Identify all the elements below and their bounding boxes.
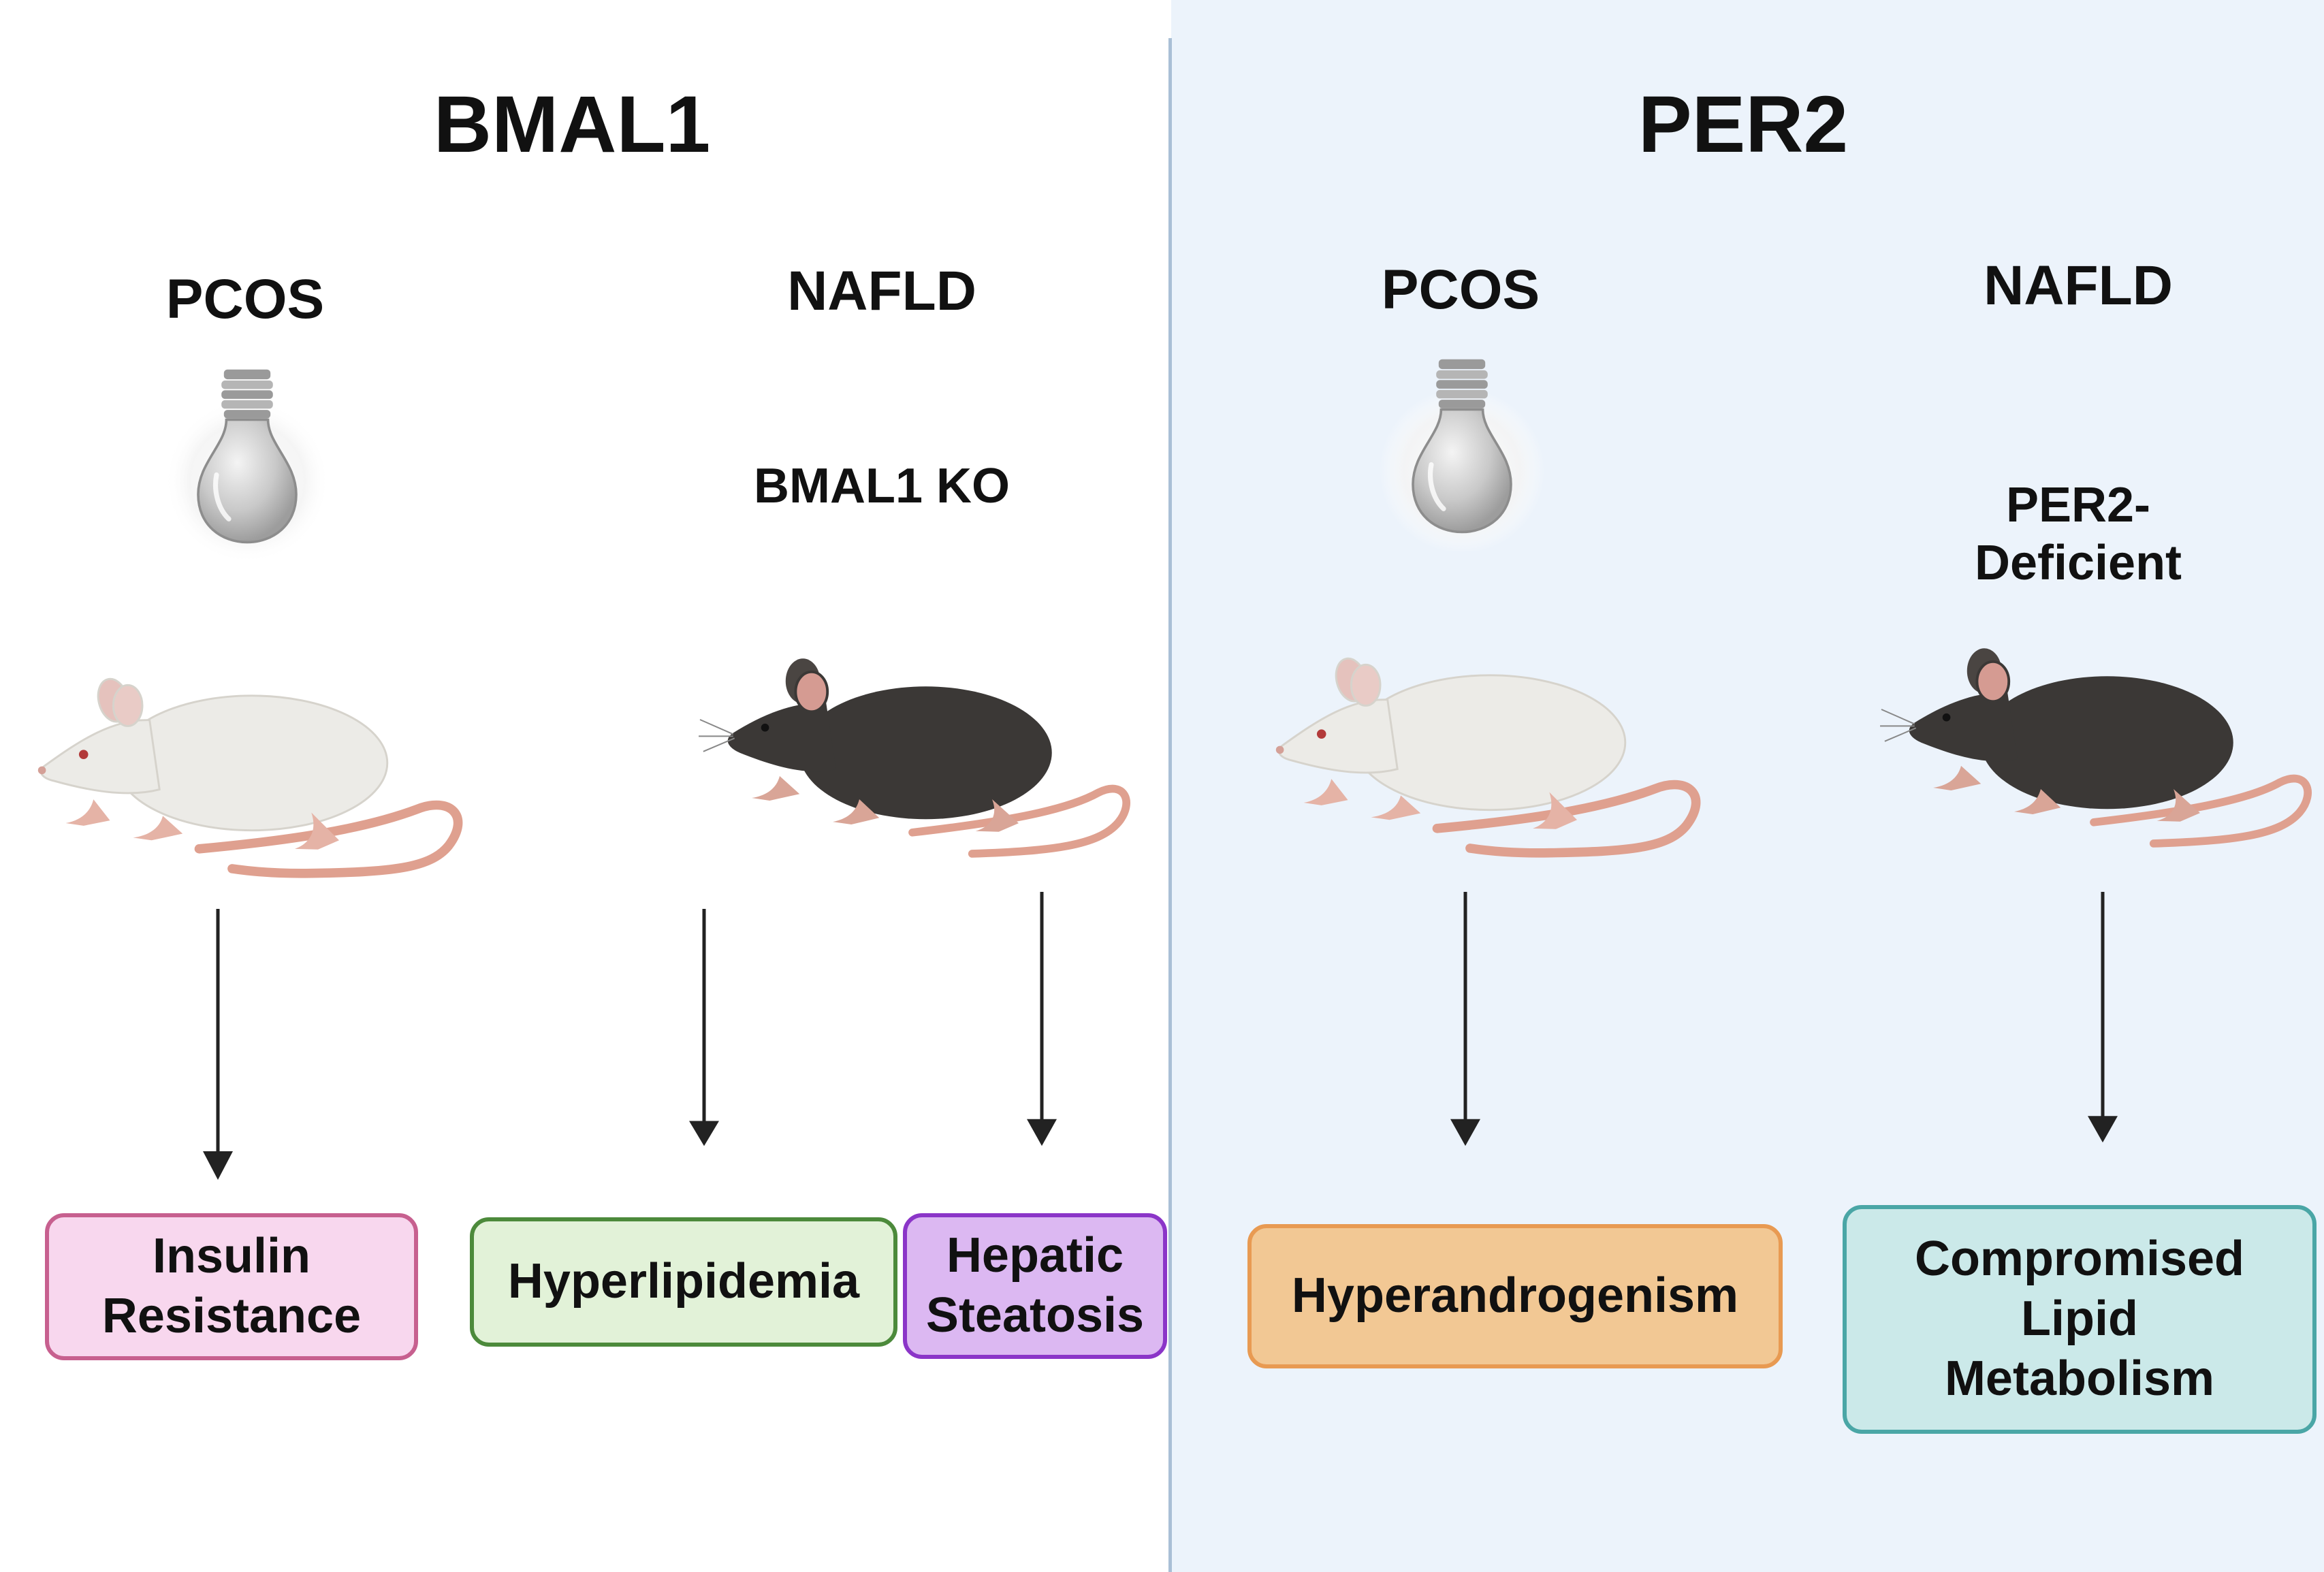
per2-pcos-condition: PCOS [1381,259,1540,321]
black-mouse-icon [691,640,1134,905]
outcome-compromised-lipid-metabolism: Compromised Lipid Metabolism [1843,1205,2317,1434]
outcome-insulin-resistance: Insulin Resistance [45,1213,418,1360]
outcome-hepatic-steatosis: Hepatic Steatosis [903,1213,1167,1359]
down-arrow-icon [197,909,238,1181]
header-per2: PER2 [1638,80,1849,170]
per2-deficient-model: PER2- Deficient [1974,478,2182,590]
down-arrow-icon [2082,892,2123,1144]
white-rat-icon [1272,626,1708,892]
outcome-hyperandrogenism: Hyperandrogenism [1247,1224,1783,1368]
bmal1-ko-model: BMAL1 KO [754,459,1010,513]
per2-nafld-condition: NAFLD [1984,255,2173,317]
bmal1-nafld-condition: NAFLD [787,260,976,322]
outcome-hyperlipidemia: Hyperlipidemia [470,1217,897,1347]
panel-divider [1168,38,1172,1572]
bmal1-pcos-condition: PCOS [165,268,325,330]
light-bulb-icon [155,357,339,562]
white-rat-icon [34,647,470,912]
down-arrow-icon [1021,892,1062,1147]
black-mouse-icon [1873,630,2315,895]
header-bmal1: BMAL1 [433,80,711,170]
down-arrow-icon [1445,892,1486,1147]
light-bulb-icon [1370,347,1554,551]
down-arrow-icon [684,909,725,1147]
